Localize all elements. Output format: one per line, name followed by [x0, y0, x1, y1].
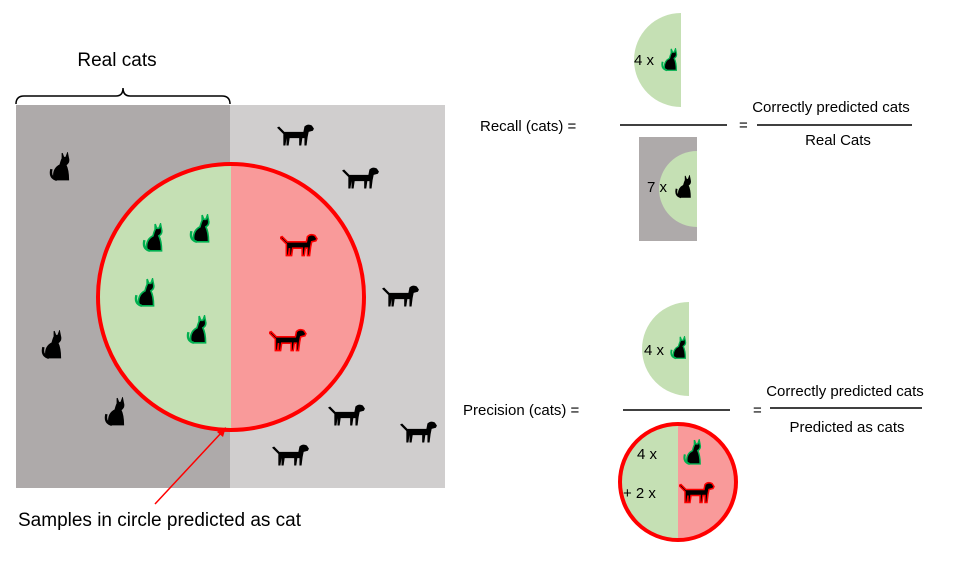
precision-word-numerator: Correctly predicted cats: [766, 383, 924, 400]
recall-word-numerator: Correctly predicted cats: [752, 99, 910, 116]
precision-word-denominator: Predicted as cats: [789, 419, 904, 436]
real-cats-label: Real cats: [77, 50, 156, 71]
precision-equals: =: [753, 402, 762, 419]
pointer-arrow: [154, 431, 223, 505]
precision-denominator-cat-count: 4 x: [637, 446, 658, 463]
recall-equals: =: [739, 117, 748, 134]
population-panel: Real cats Sam: [15, 50, 445, 531]
arrow-label: Samples in circle predicted as cat: [18, 510, 302, 531]
precision-formula: Precision (cats) = 4 x 4 x + 2 x = Corre…: [463, 302, 924, 542]
recall-numerator-half-circle: [634, 13, 681, 107]
recall-denominator-count: 7 x: [647, 179, 668, 196]
recall-denominator-half-circle: [659, 151, 697, 227]
recall-word-denominator: Real Cats: [805, 132, 871, 149]
precision-denominator-correct-half: [620, 424, 678, 540]
arrow-head: [217, 427, 226, 437]
recall-formula: Recall (cats) = 4 x 7 x = Correctly pred…: [480, 13, 912, 241]
precision-denominator-circle: [618, 422, 738, 542]
precision-numerator-count: 4 x: [644, 342, 665, 359]
recall-numerator-count: 4 x: [634, 52, 655, 69]
precision-numerator-half-circle: [642, 302, 689, 396]
precision-label: Precision (cats) =: [463, 402, 580, 419]
prediction-circle: [96, 162, 366, 432]
precision-denominator-dog-count: + 2 x: [623, 485, 656, 502]
predicted-cat-wrong-half: [231, 164, 364, 430]
recall-label: Recall (cats) =: [480, 118, 577, 135]
real-cats-bracket: [15, 87, 231, 105]
